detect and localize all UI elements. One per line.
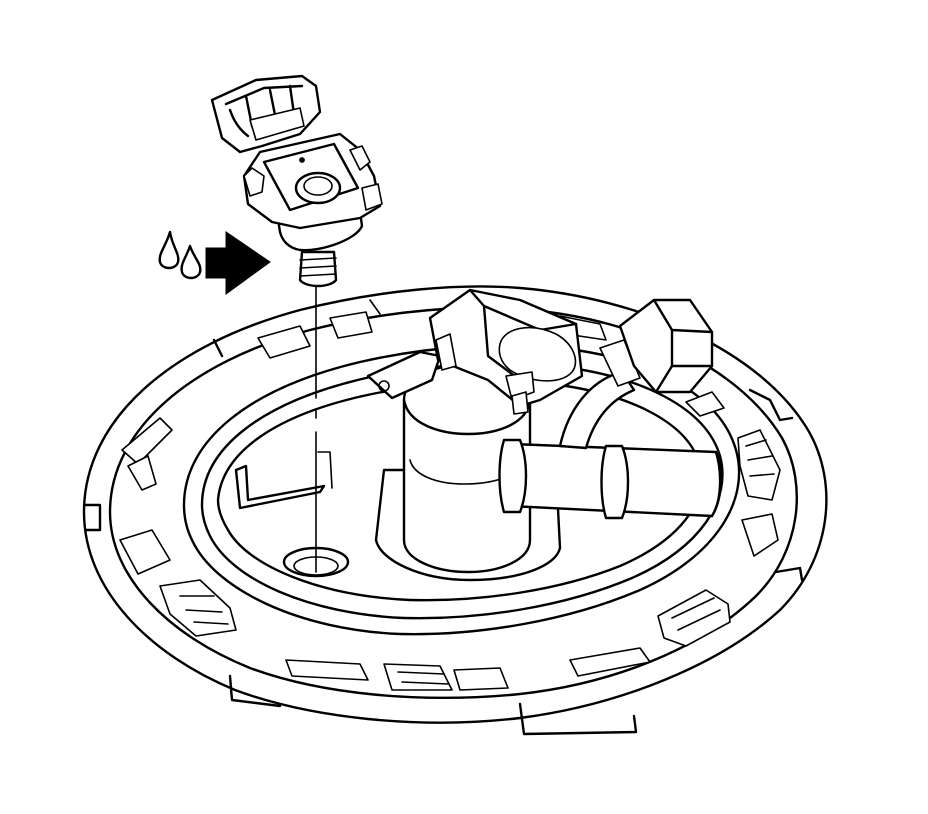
lock-tab — [741, 513, 779, 557]
lock-tab-ribs — [179, 595, 229, 625]
locking-tabs — [119, 299, 781, 691]
sensor-threads — [299, 257, 337, 277]
lock-tab — [657, 589, 731, 647]
lock-tab-ribs — [745, 439, 775, 477]
float-arm-bracket — [317, 451, 333, 489]
harness-connector-ridge — [468, 288, 578, 332]
bracket-bolt — [378, 380, 390, 392]
float-arm-wire — [234, 464, 326, 510]
flange-notch-bottom-left — [228, 674, 282, 708]
oil-drop-icon — [158, 230, 180, 270]
connector-lock-tab — [249, 107, 305, 141]
seal-lip-outer — [182, 344, 741, 636]
pump-outlet-assembly — [366, 288, 723, 582]
fuel-pressure-sensor — [210, 74, 383, 288]
harness-connector-port — [498, 326, 577, 382]
lock-tab — [121, 417, 173, 465]
sensor-flange-ear — [361, 183, 383, 211]
connector-latch — [435, 333, 457, 371]
sensor-flange-ear — [349, 145, 371, 171]
outlet-cylinder-top-rim — [402, 398, 532, 436]
lock-tab — [569, 647, 651, 677]
flange-notch-bottom — [518, 702, 638, 736]
flange-notch-left — [82, 503, 102, 532]
lock-tab — [127, 455, 157, 491]
connector-side-edge — [228, 108, 250, 138]
sensor-pressure-port-inner — [303, 176, 333, 196]
flange-notch-top-right — [748, 388, 794, 422]
lock-tab — [685, 391, 725, 417]
lock-tab — [159, 579, 237, 637]
lock-tab — [329, 311, 373, 339]
sensor-top-dot — [299, 157, 305, 163]
oil-drop-icon — [180, 244, 202, 280]
lock-tab — [737, 429, 781, 501]
outlet-tube-end — [710, 450, 722, 518]
outlet-tube-collar — [498, 438, 528, 514]
lock-tab-edge — [369, 299, 381, 315]
flange-inner-edge — [108, 306, 798, 699]
sensor-electrical-connector — [210, 74, 322, 154]
connector-clip — [511, 391, 529, 415]
lock-tab — [257, 325, 311, 359]
lock-tab — [383, 663, 453, 691]
lock-tab — [285, 659, 369, 681]
flange-notch-right — [774, 566, 804, 582]
outlet-tube-bead — [600, 444, 630, 520]
lock-tab-ribs — [671, 597, 721, 631]
flange-notch-top-left — [212, 338, 224, 358]
install-arrow-icon — [205, 231, 271, 295]
connector-bracket-plate — [366, 350, 442, 400]
sensor-threaded-stem — [298, 250, 338, 288]
lock-tab-ribs — [397, 671, 449, 685]
hex-fitting-facets — [652, 298, 714, 394]
connector-latch — [505, 371, 535, 401]
lubricate-callout — [158, 230, 271, 295]
sensor-flange-ear — [243, 167, 265, 197]
lock-tab — [119, 529, 171, 575]
harness-connector-edge — [482, 304, 522, 382]
fuel-line-ferrule — [599, 339, 641, 387]
lock-tab — [453, 667, 509, 691]
